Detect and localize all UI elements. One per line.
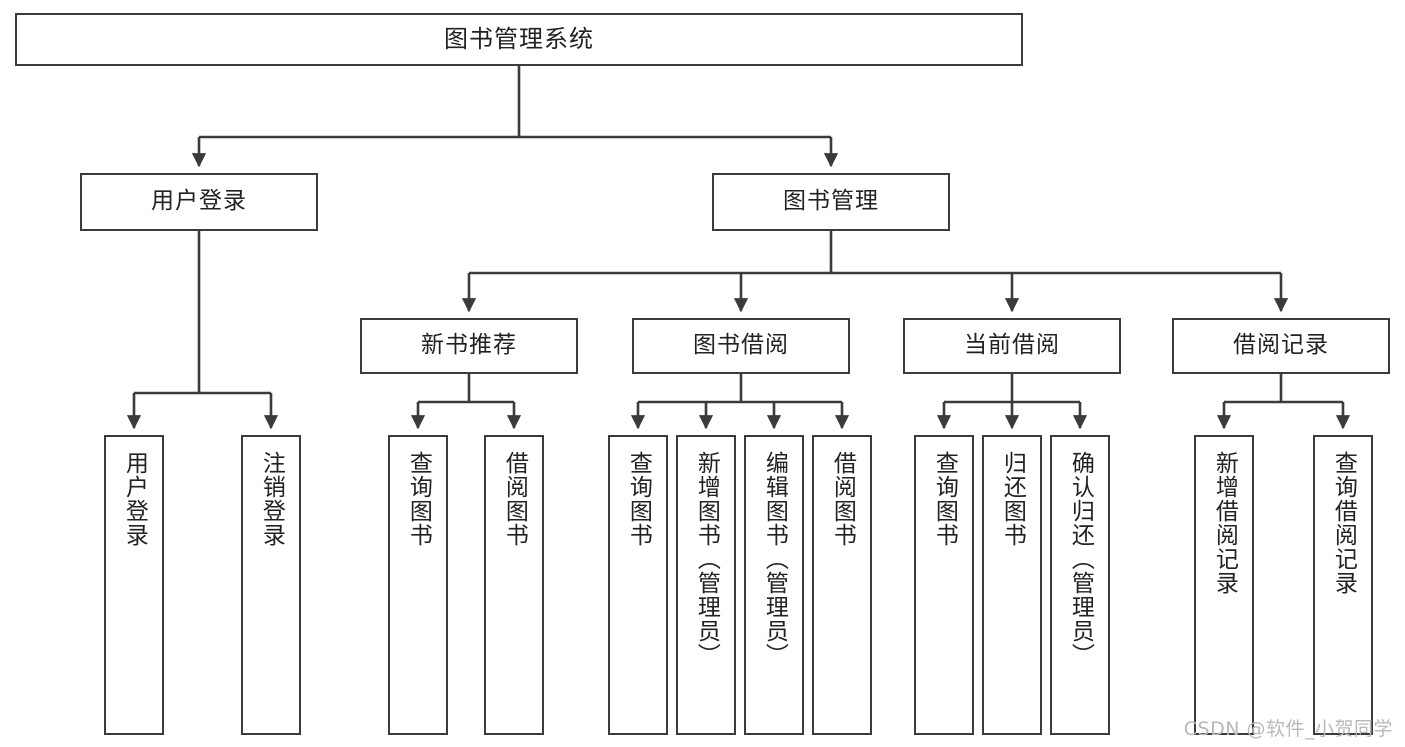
node-borrow-record[interactable]: 借阅记录 [1172, 318, 1390, 374]
node-new-book-recommend[interactable]: 新书推荐 [360, 318, 578, 374]
node-label: 当前借阅 [964, 332, 1060, 359]
leaf-query-borrow-record[interactable]: 查询借阅记录 [1313, 435, 1373, 735]
leaf-edit-book-admin[interactable]: 编辑图书（管理员） [744, 435, 804, 735]
node-label: 查询图书 [931, 451, 958, 547]
current-borrow-to-leaf-connectors [936, 374, 1088, 430]
leaf-borrow-book-recommend[interactable]: 借阅图书 [484, 435, 544, 735]
leaf-borrow-book[interactable]: 借阅图书 [812, 435, 872, 735]
node-root-book-management-system[interactable]: 图书管理系统 [15, 13, 1023, 66]
leaf-return-book[interactable]: 归还图书 [982, 435, 1042, 735]
node-label: 借阅图书 [829, 451, 856, 547]
node-label: 借阅记录 [1233, 332, 1329, 359]
node-label: 新增图书（管理员） [693, 451, 720, 667]
node-user-login[interactable]: 用户登录 [80, 173, 318, 231]
borrow-record-to-leaf-connectors [1216, 374, 1351, 430]
node-label: 用户登录 [151, 188, 247, 215]
node-label: 编辑图书（管理员） [761, 451, 788, 667]
book-borrow-to-leaf-connectors [630, 374, 850, 430]
node-current-borrow[interactable]: 当前借阅 [903, 318, 1121, 374]
node-book-borrow[interactable]: 图书借阅 [632, 318, 850, 374]
leaf-logout-login[interactable]: 注销登录 [241, 435, 301, 735]
leaf-query-book-recommend[interactable]: 查询图书 [388, 435, 448, 735]
node-book-management[interactable]: 图书管理 [712, 173, 950, 231]
node-label: 用户登录 [121, 451, 148, 547]
node-label: 确认归还（管理员） [1067, 451, 1094, 667]
node-label: 新增借阅记录 [1211, 451, 1238, 595]
node-label: 图书管理系统 [444, 25, 594, 54]
node-label: 借阅图书 [501, 451, 528, 547]
leaf-confirm-return-admin[interactable]: 确认归还（管理员） [1050, 435, 1110, 735]
node-label: 注销登录 [258, 451, 285, 547]
csdn-watermark: CSDN @软件_小贺同学 [1183, 718, 1393, 740]
new-book-recommend-to-leaf-connectors [410, 374, 522, 430]
node-label: 图书借阅 [693, 332, 789, 359]
node-label: 新书推荐 [421, 332, 517, 359]
leaf-query-book-borrow[interactable]: 查询图书 [608, 435, 668, 735]
book-management-to-level3-connectors [461, 231, 1289, 313]
node-label: 查询借阅记录 [1330, 451, 1357, 595]
node-label: 图书管理 [783, 188, 879, 215]
node-label: 归还图书 [999, 451, 1026, 547]
leaf-query-book-current[interactable]: 查询图书 [914, 435, 974, 735]
root-to-level2-connectors [191, 66, 839, 168]
node-label: 查询图书 [405, 451, 432, 547]
leaf-add-book-admin[interactable]: 新增图书（管理员） [676, 435, 736, 735]
leaf-user-login[interactable]: 用户登录 [104, 435, 164, 735]
node-label: 查询图书 [625, 451, 652, 547]
leaf-add-borrow-record[interactable]: 新增借阅记录 [1194, 435, 1254, 735]
user-login-to-leaf-connectors [126, 231, 279, 430]
